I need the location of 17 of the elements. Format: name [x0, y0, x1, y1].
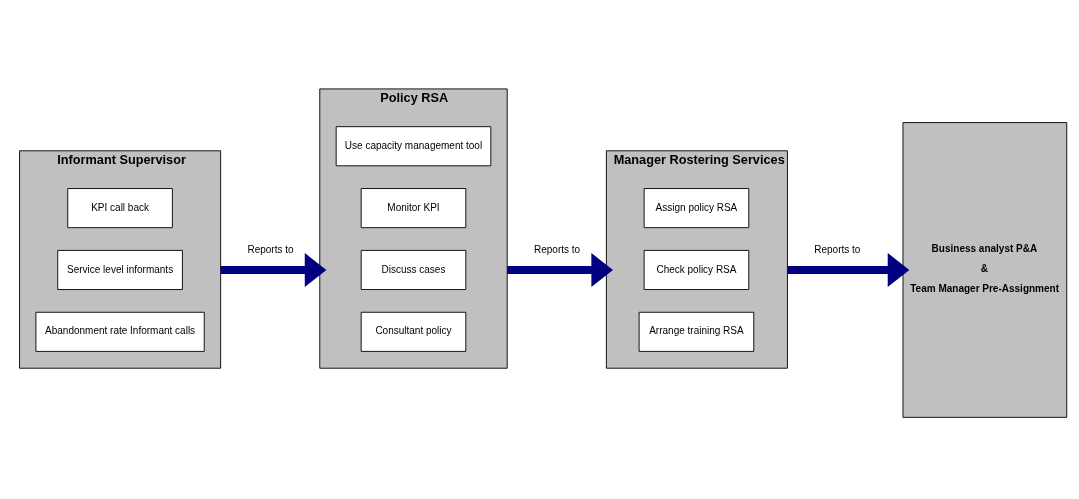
edge-label: Reports to	[534, 243, 581, 255]
node-box: Discuss cases	[360, 249, 467, 290]
node-box: Use capacity management tool	[335, 126, 492, 167]
node-box: Business analyst P&A & Team Manager Pre-Assignment	[902, 122, 1068, 418]
arrow	[507, 252, 613, 287]
node-box: Abandonment rate Informant calls	[35, 311, 205, 352]
node-box: Consultant policy	[360, 311, 467, 352]
node-box: Service level informants	[57, 249, 183, 290]
node-box: Assign policy RSA	[643, 188, 750, 229]
node-box: KPI call back	[67, 188, 173, 229]
node-box: Check policy RSA	[643, 249, 750, 290]
node-box: Monitor KPI	[360, 188, 467, 229]
node-box: Arrange training RSA	[638, 311, 755, 352]
arrow	[220, 252, 327, 287]
edge-label: Reports to	[247, 243, 294, 255]
edge-label: Reports to	[814, 243, 861, 255]
arrow	[787, 252, 910, 287]
